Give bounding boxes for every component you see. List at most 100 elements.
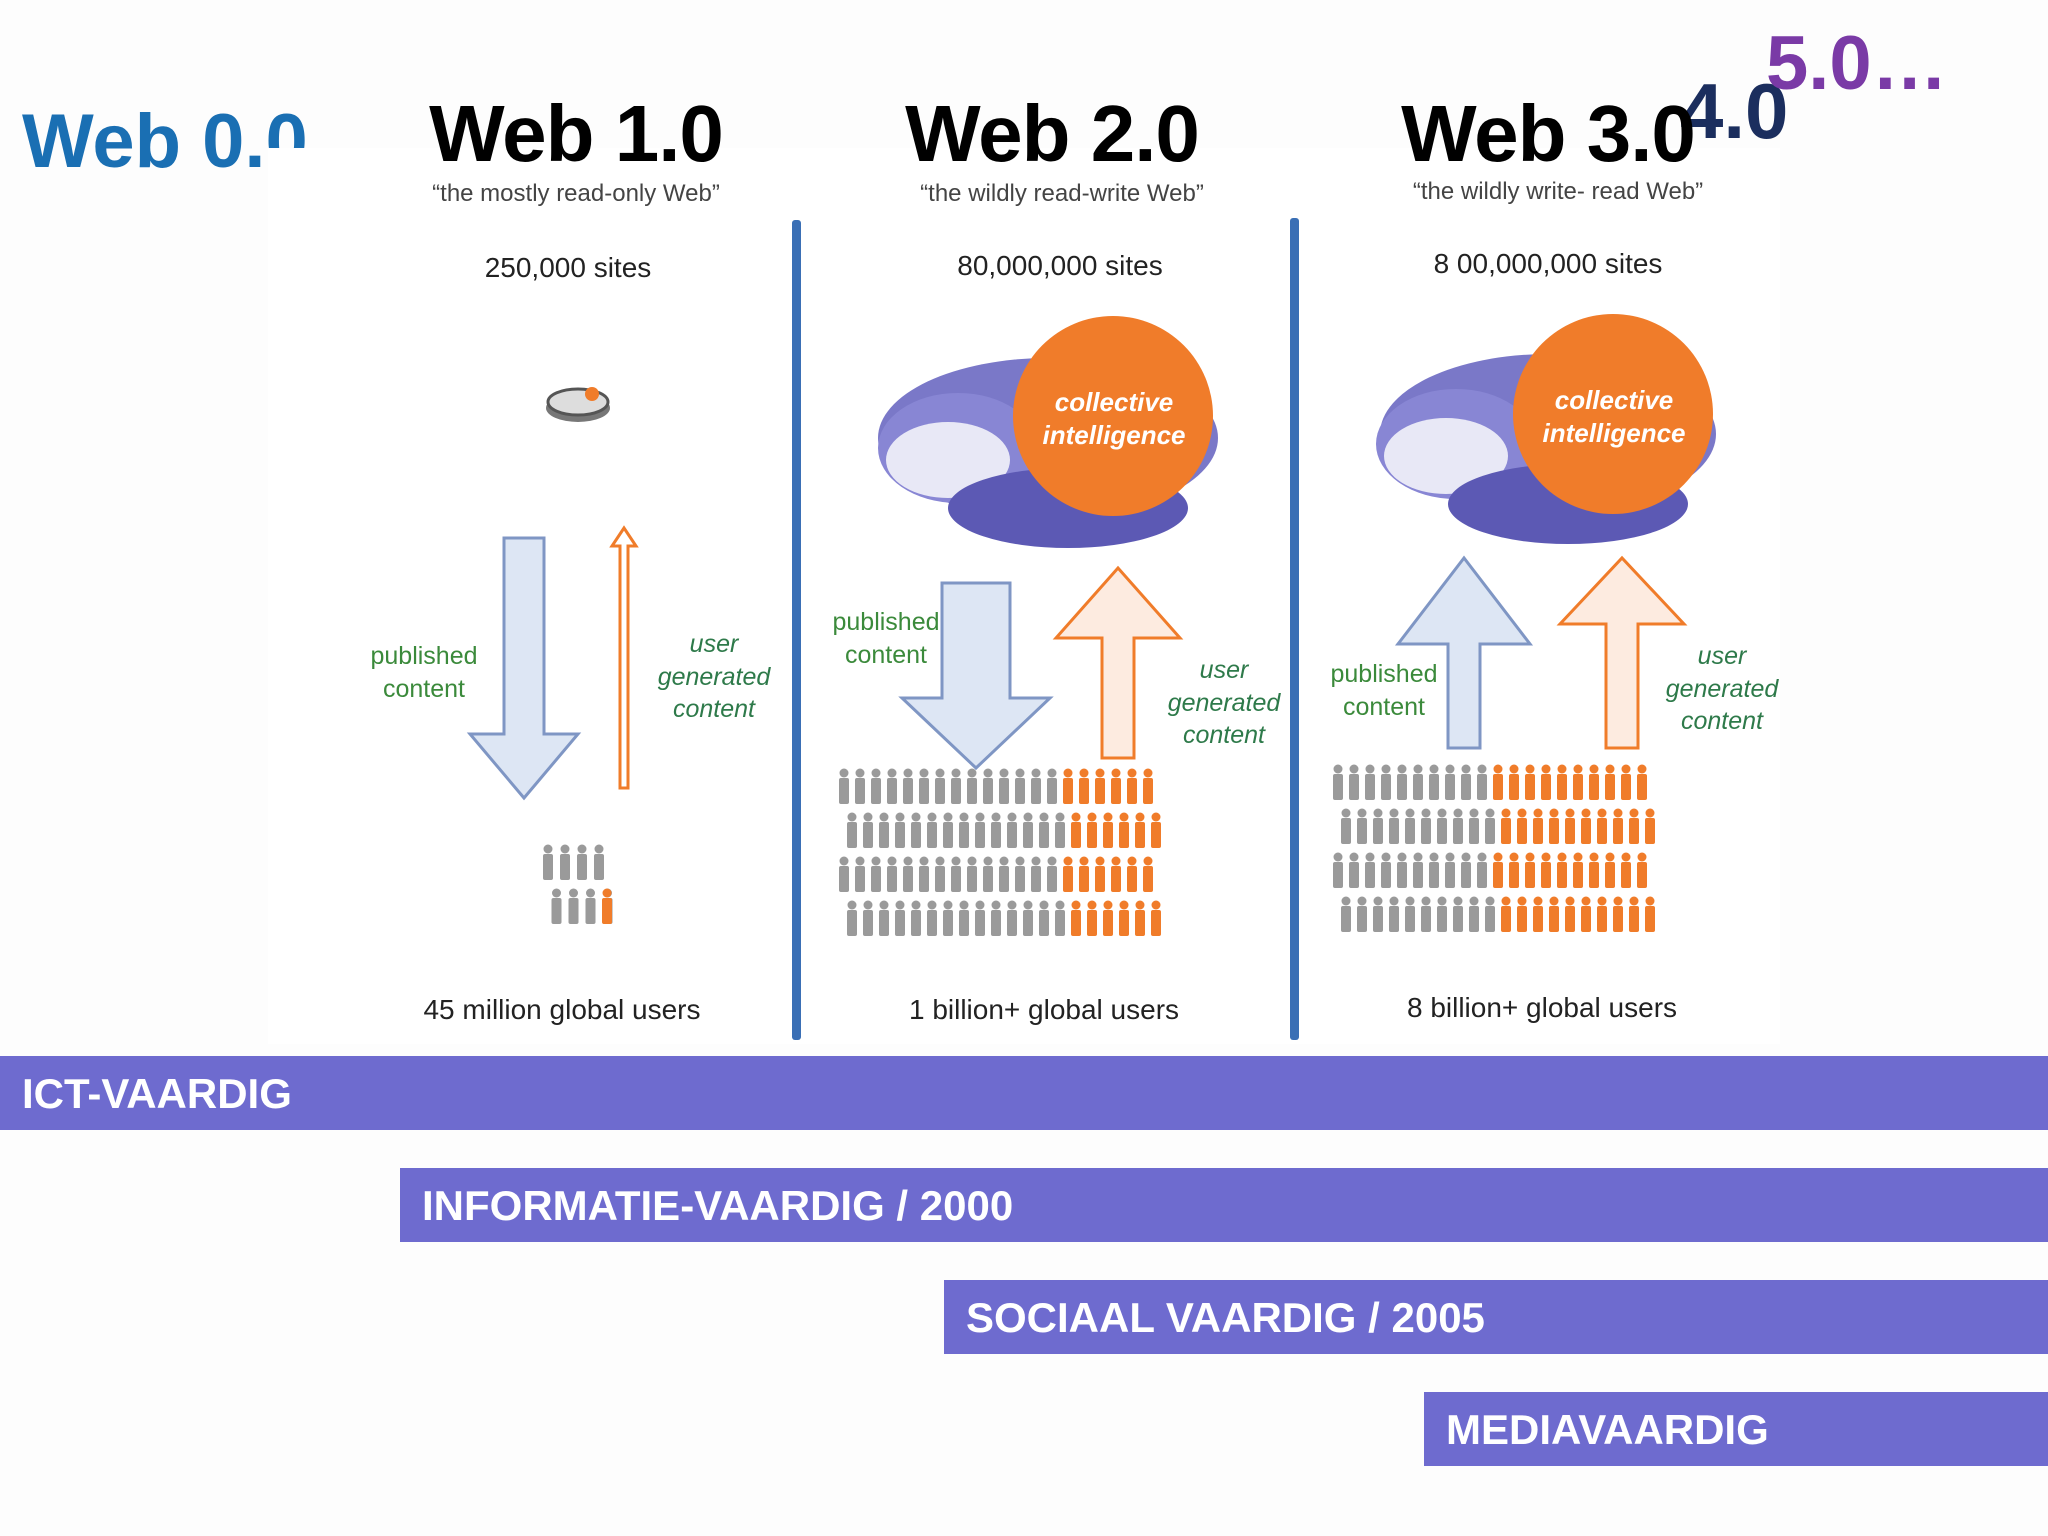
person-icon xyxy=(1127,768,1137,804)
person-icon xyxy=(943,812,953,848)
person-icon xyxy=(1111,856,1121,892)
mouse-icon xyxy=(546,387,610,422)
person-icon xyxy=(1079,768,1089,804)
person-icon xyxy=(1341,808,1351,844)
skill-bar-label: ICT-VAARDIG xyxy=(22,1070,292,1117)
person-icon xyxy=(1461,764,1471,800)
person-icon xyxy=(1533,808,1543,844)
person-icon xyxy=(560,844,570,880)
person-icon xyxy=(959,900,969,936)
person-icon xyxy=(1405,896,1415,932)
web-1-subtitle: “the mostly read-only Web” xyxy=(432,180,720,207)
person-icon xyxy=(1477,852,1487,888)
web-3-collective-label: collective intelligence xyxy=(1542,385,1686,448)
web-2-sites: 80,000,000 sites xyxy=(957,250,1163,281)
person-icon xyxy=(1333,852,1343,888)
person-icon xyxy=(1357,896,1367,932)
person-icon xyxy=(1341,896,1351,932)
person-icon xyxy=(1119,900,1129,936)
person-icon xyxy=(568,888,579,924)
person-icon xyxy=(1055,900,1065,936)
person-icon xyxy=(919,856,929,892)
skill-bar-ict: ICT-VAARDIG xyxy=(0,1056,2048,1130)
person-icon xyxy=(1103,812,1113,848)
person-icon xyxy=(1493,764,1503,800)
person-icon xyxy=(1565,808,1575,844)
person-icon xyxy=(1621,852,1631,888)
person-icon xyxy=(967,768,977,804)
skill-bar-informatie: INFORMATIE-VAARDIG / 2000 xyxy=(400,1168,2048,1242)
person-icon xyxy=(1333,764,1343,800)
person-icon xyxy=(847,812,857,848)
person-icon xyxy=(839,768,849,804)
person-icon xyxy=(1047,856,1057,892)
web-2-ugc-label: user generated content xyxy=(1167,656,1281,749)
web-1-published-label: published content xyxy=(370,642,478,703)
person-icon xyxy=(1645,896,1655,932)
person-icon xyxy=(1373,896,1383,932)
person-icon xyxy=(871,768,881,804)
person-icon xyxy=(847,900,857,936)
person-icon xyxy=(991,812,1001,848)
person-icon xyxy=(1525,764,1535,800)
published-content-arrow xyxy=(898,581,1054,771)
person-icon xyxy=(1501,896,1511,932)
person-icon xyxy=(1429,764,1439,800)
person-icon xyxy=(1541,852,1551,888)
person-icon xyxy=(1573,852,1583,888)
person-icon xyxy=(951,768,961,804)
person-icon xyxy=(999,768,1009,804)
web-3-subtitle: “the wildly write- read Web” xyxy=(1412,178,1704,205)
person-icon xyxy=(1589,764,1599,800)
web-2-subtitle: “the wildly read-write Web” xyxy=(920,180,1204,207)
web-4-label: 4.0 xyxy=(1680,67,1789,155)
collective-intelligence-circle xyxy=(1013,316,1213,516)
person-icon xyxy=(1613,896,1623,932)
person-icon xyxy=(1349,852,1359,888)
person-icon xyxy=(1103,900,1113,936)
person-icon xyxy=(919,768,929,804)
web-evolution-diagram: Web 1.0 “the mostly read-only Web” 250,0… xyxy=(258,88,1790,1044)
person-icon xyxy=(855,768,865,804)
person-icon xyxy=(903,856,913,892)
person-icon xyxy=(1437,808,1447,844)
person-icon xyxy=(1557,764,1567,800)
person-icon xyxy=(967,856,977,892)
person-icon xyxy=(1621,764,1631,800)
person-icon xyxy=(1135,900,1145,936)
person-icon xyxy=(1365,764,1375,800)
web-3-title: Web 3.0 xyxy=(1401,89,1696,178)
person-icon xyxy=(1381,852,1391,888)
person-icon xyxy=(839,856,849,892)
person-icon xyxy=(1151,900,1161,936)
web-3-published-label: published content xyxy=(1330,660,1438,721)
person-icon xyxy=(911,812,921,848)
skill-bar-label: INFORMATIE-VAARDIG / 2000 xyxy=(422,1182,1014,1229)
person-icon xyxy=(927,812,937,848)
person-icon xyxy=(1565,896,1575,932)
person-icon xyxy=(1613,808,1623,844)
person-icon xyxy=(975,900,985,936)
person-icon xyxy=(1453,808,1463,844)
person-icon xyxy=(911,900,921,936)
person-icon xyxy=(1095,856,1105,892)
web-1-ugc-label: user generated content xyxy=(657,630,771,723)
person-icon xyxy=(1549,808,1559,844)
person-icon xyxy=(1015,856,1025,892)
person-icon xyxy=(1055,812,1065,848)
person-icon xyxy=(1023,900,1033,936)
person-icon xyxy=(1485,808,1495,844)
person-icon xyxy=(903,768,913,804)
person-icon xyxy=(1365,852,1375,888)
person-icon xyxy=(1453,896,1463,932)
web-2-published-label: published content xyxy=(832,608,940,669)
person-icon xyxy=(1477,764,1487,800)
person-icon xyxy=(1629,808,1639,844)
web-1-sites: 250,000 sites xyxy=(484,252,652,283)
person-icon xyxy=(1597,896,1607,932)
person-icon xyxy=(1119,812,1129,848)
person-icon xyxy=(1031,768,1041,804)
person-icon xyxy=(1079,856,1089,892)
person-icon xyxy=(1349,764,1359,800)
person-icon xyxy=(1421,808,1431,844)
